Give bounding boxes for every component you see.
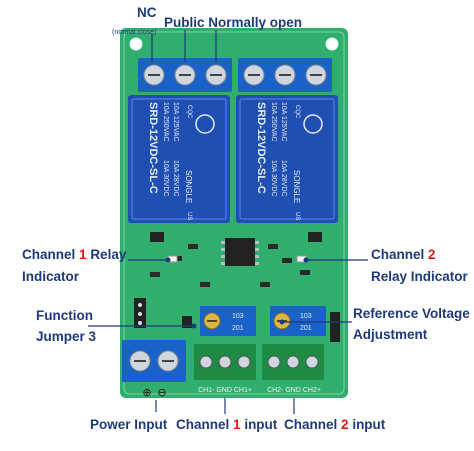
channel-1-input-terminal: CH1- GND CH1+ — [194, 344, 256, 394]
output-terminal-left — [138, 58, 232, 92]
pot-2-label: 103 — [300, 313, 312, 320]
channel-1-relay-label: Channel 1 Relay — [22, 246, 126, 263]
relay-1-us: US — [186, 212, 192, 220]
label-num: 2 — [428, 247, 436, 262]
relay-2-brand: SONGLE — [292, 170, 301, 203]
relay-2-us: US — [294, 212, 300, 220]
ic-chip — [221, 238, 259, 266]
label-text: input — [244, 417, 278, 432]
relay-2-cqc: CQC — [294, 105, 300, 119]
reference-voltage-label-line-2: Adjustment — [353, 327, 428, 342]
label-text: Channel — [371, 247, 425, 262]
normally-open-text: Normally open — [208, 15, 303, 30]
nc-label: NC — [137, 4, 157, 21]
relay-1-model: SRD-12VDC-SL-C — [147, 102, 159, 194]
function-jumper-label: Function — [36, 308, 93, 323]
relay-1-rating-1: 10A 250VAC — [162, 102, 169, 142]
mount-hole — [325, 37, 339, 51]
reference-jumper — [330, 312, 340, 342]
channel-1-relay-label-line-2: Indicator — [22, 269, 80, 284]
public-normally-open-label: Public Normally open — [164, 14, 302, 31]
relay-1-logo-icon — [195, 114, 215, 134]
pot-1-num: 201 — [232, 325, 244, 332]
relay-1 — [128, 95, 230, 223]
ch2-terminal-label: CH2- GND CH2+ — [267, 387, 321, 394]
power-input-terminal: ⊕ ⊖ — [122, 340, 186, 399]
relay-2 — [236, 95, 338, 223]
label-text: Channel — [22, 247, 76, 262]
relay-1-rating-3: 10A 125VAC — [172, 102, 179, 142]
label-num: 2 — [341, 417, 349, 432]
relay-2-model: SRD-12VDC-SL-C — [255, 102, 267, 194]
label-text: input — [352, 417, 386, 432]
relay-1-brand: SONGLE — [184, 170, 193, 203]
potentiometer-2: 103 201 — [270, 306, 326, 336]
relay-2-rating-1: 10A 250VAC — [270, 102, 277, 142]
leader-dots — [165, 257, 309, 329]
pot-2-num: 201 — [300, 325, 312, 332]
nc-text: NC — [137, 5, 157, 20]
power-input-label: Power Input — [90, 417, 168, 432]
normal-close-label: (normal close) — [112, 29, 157, 36]
public-text: Public — [164, 15, 205, 30]
channel-2-relay-label: Channel 2 — [371, 246, 436, 263]
channel-1-input-label: Channel 1 input — [176, 416, 277, 433]
relay-2-logo-icon — [303, 114, 323, 134]
reference-voltage-label: Reference Voltage — [353, 306, 470, 321]
leader-lines — [88, 30, 368, 414]
relay-2-rating-4: 10A 28VDC — [280, 160, 287, 197]
ch1-terminal-label: CH1- GND CH1+ — [198, 387, 252, 394]
channel-2-input-terminal: CH2- GND CH2+ — [262, 344, 324, 394]
output-terminal-right — [238, 58, 332, 92]
relay-1-rating-2: 10A 30VDC — [162, 160, 169, 197]
potentiometer-1: 103 201 — [200, 306, 256, 336]
plus-icon: ⊕ — [142, 387, 151, 399]
function-jumper-header — [134, 298, 192, 328]
relay-1-rating-4: 10A 28VDC — [172, 160, 179, 197]
label-num: 1 — [233, 417, 241, 432]
label-num: 1 — [79, 247, 87, 262]
pcb-edge — [123, 31, 345, 395]
relay-1-cqc: CQC — [186, 105, 192, 119]
mount-hole — [129, 37, 143, 51]
transistor — [150, 232, 164, 242]
relay-2-rating-3: 10A 125VAC — [280, 102, 287, 142]
channel-2-input-label: Channel 2 input — [284, 416, 385, 433]
label-text: Channel — [284, 417, 338, 432]
transistor — [308, 232, 322, 242]
function-jumper-label-line-2: Jumper 3 — [36, 329, 97, 344]
minus-icon: ⊖ — [157, 387, 166, 399]
label-text: Channel — [176, 417, 230, 432]
pot-1-label: 103 — [232, 313, 244, 320]
relay-2-rating-2: 10A 30VDC — [270, 160, 277, 197]
label-text: Relay — [90, 247, 127, 262]
channel-2-relay-label-line-2: Relay Indicator — [371, 269, 468, 284]
